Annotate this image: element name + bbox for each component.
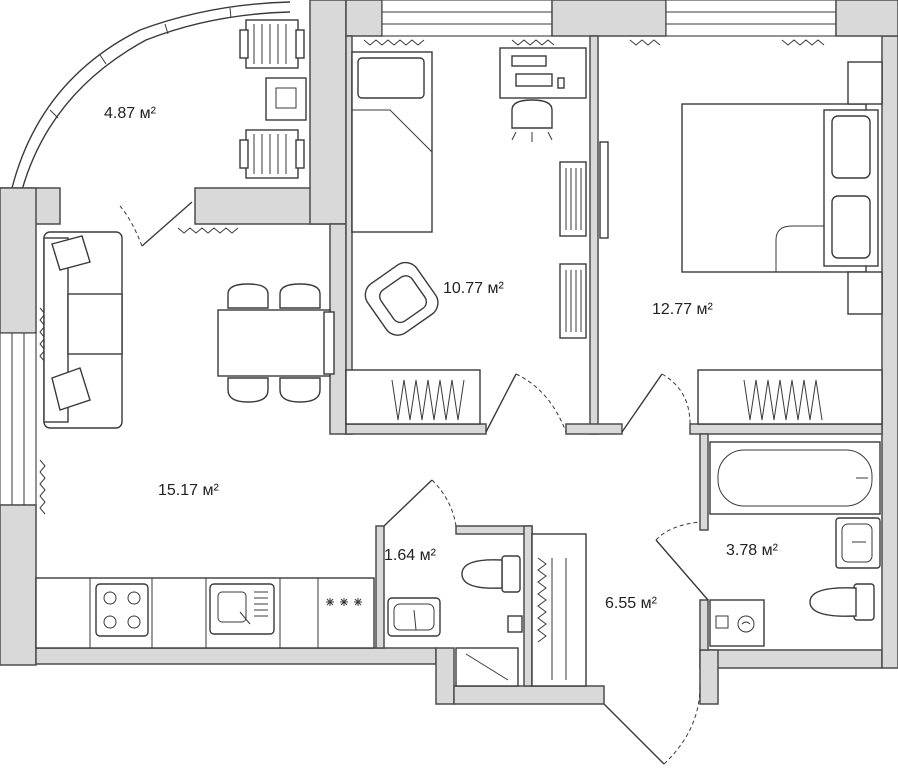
doors (119, 201, 709, 765)
tv (599, 141, 609, 239)
side-table (265, 77, 307, 121)
living-kitchen-area-label: 15.17 м² (158, 482, 219, 499)
balcony-door (141, 201, 193, 247)
hall-area-label: 6.55 м² (605, 595, 658, 612)
kitchen-counter (35, 577, 375, 649)
monitor (511, 55, 547, 67)
living-kitchen-furniture: 15.17 м² (35, 231, 375, 649)
bookshelf-bottom (559, 263, 587, 339)
small-bedroom-window (381, 0, 553, 37)
wardrobe-large (697, 369, 883, 425)
chair (227, 283, 269, 309)
chair (227, 377, 269, 403)
kitchen-sink-icon (209, 583, 275, 635)
large-bedroom-furniture: 12.77 м² (599, 61, 883, 425)
balcony-zone: 4.87 м² (11, 0, 347, 225)
large-bedroom-window (665, 0, 837, 37)
bath-washbasin (835, 517, 881, 569)
living-window (0, 332, 37, 506)
hall-furniture: 6.55 м² (455, 533, 658, 687)
washbasin (387, 597, 441, 637)
toilet (461, 555, 521, 593)
desk-chair (511, 99, 553, 129)
chair (279, 283, 321, 309)
lounge-chair-bottom (239, 129, 305, 179)
chair (279, 377, 321, 403)
lounge-chair-top (239, 19, 305, 69)
bath-toilet (809, 583, 875, 621)
four-burner-hob-icon (95, 583, 149, 637)
nightstand-bottom (847, 271, 883, 315)
balcony-area-label: 4.87 м² (104, 105, 157, 122)
wc-furniture: 1.64 м² (384, 547, 521, 637)
oven-dials-icon (326, 598, 362, 606)
bathtub (709, 441, 881, 515)
dining-table (217, 309, 331, 377)
walls (0, 0, 898, 705)
bathroom-furniture: 3.78 м² (709, 441, 881, 647)
balcony-side-wall (309, 0, 347, 225)
small-bedroom-furniture: 10.77 м² (345, 47, 587, 425)
radiators (39, 39, 825, 515)
large-bedroom-area-label: 12.77 м² (652, 301, 713, 318)
keyboard (515, 73, 553, 87)
washing-machine-icon (709, 599, 765, 647)
armchair (364, 261, 439, 336)
nightstand-top (847, 61, 883, 105)
small-bedroom-area-label: 10.77 м² (443, 280, 504, 297)
bookshelf-top (559, 161, 587, 237)
wc-area-label: 1.64 м² (384, 547, 437, 564)
hall-wardrobe (531, 533, 587, 687)
bathroom-area-label: 3.78 м² (726, 542, 779, 559)
